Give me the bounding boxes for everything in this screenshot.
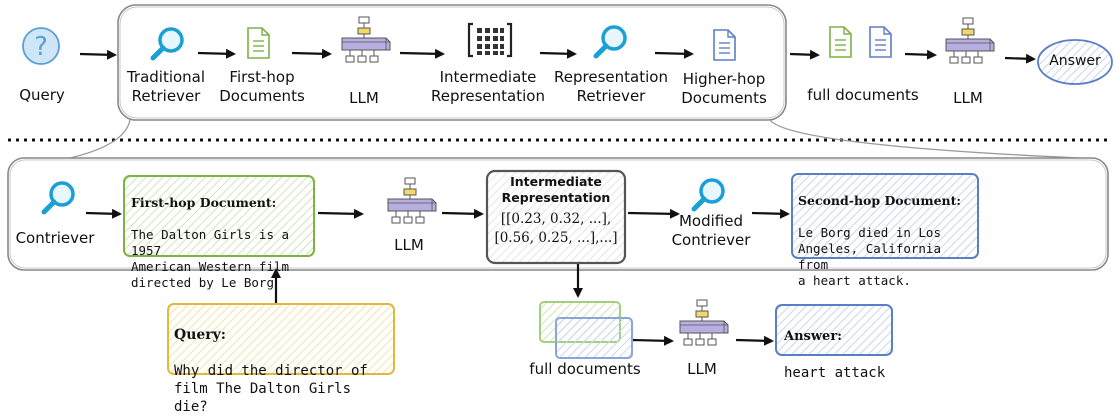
second-hop-document-box xyxy=(791,173,979,259)
arrow xyxy=(735,335,774,346)
arrow xyxy=(399,48,445,59)
question-icon: ? xyxy=(22,27,60,65)
arrow xyxy=(85,208,122,219)
intermediate-representation-title: Intermediate Representation xyxy=(501,174,611,205)
arrow xyxy=(627,208,680,219)
document-icon xyxy=(829,26,852,58)
contriever-label: Contriever xyxy=(15,229,95,247)
arrow xyxy=(789,49,820,60)
svg-text:?: ? xyxy=(34,32,48,62)
arrow xyxy=(291,48,332,59)
document-icon xyxy=(247,27,270,59)
arrow xyxy=(654,48,694,59)
llm-stack-icon xyxy=(945,17,995,64)
first-hop-documents-label: First-hop Documents xyxy=(219,68,305,105)
answer-content: heart attack xyxy=(784,365,886,381)
document-icon xyxy=(713,29,736,61)
traditional-retriever-label: Traditional Retriever xyxy=(126,68,206,105)
query-title: Query: xyxy=(174,327,226,343)
answer-oval xyxy=(1037,39,1113,85)
query-content: Why did the director of film The Dalton … xyxy=(174,363,368,415)
answer-title: Answer: xyxy=(784,329,842,344)
query-label: Query xyxy=(19,86,65,104)
arrow xyxy=(904,49,937,60)
second-hop-document-text: Second-hop Document: Le Borg died in Los… xyxy=(798,177,976,289)
document-icon xyxy=(869,26,892,58)
arrow xyxy=(317,208,364,219)
llm-stack-icon xyxy=(679,299,729,346)
arrow xyxy=(79,49,117,60)
arrow xyxy=(1004,53,1036,64)
modified-contriever-label: Modified Contriever xyxy=(671,212,751,249)
intermediate-representation-label: Intermediate Representation xyxy=(431,68,545,105)
rag-pipeline-diagram: ? xyxy=(7,4,1113,375)
first-hop-document-text: First-hop Document: The Dalton Girls is … xyxy=(131,179,313,291)
first-hop-document-title: First-hop Document: xyxy=(131,195,277,210)
answer-box xyxy=(775,304,893,356)
answer-label: Answer xyxy=(1049,53,1101,69)
full-documents-label: full documents xyxy=(529,360,641,378)
full-documents-label: full documents xyxy=(807,86,919,104)
query-text: Query: Why did the director of film The … xyxy=(174,308,390,416)
intermediate-representation-vectors: [[0.23, 0.32, ...], [0.56, 0.25, ...],..… xyxy=(494,211,618,246)
intermediate-representation-text: Intermediate Representation [[0.23, 0.32… xyxy=(487,174,625,248)
arrow xyxy=(631,335,674,346)
intermediate-representation-box xyxy=(485,169,627,265)
arrow xyxy=(751,208,790,219)
first-hop-document-content: The Dalton Girls is a 1957 American West… xyxy=(131,227,290,290)
full-document-blue xyxy=(555,317,633,359)
llm-label: LLM xyxy=(687,360,717,378)
higher-hop-documents-label: Higher-hop Documents xyxy=(681,70,767,107)
llm-label: LLM xyxy=(394,236,424,254)
arrow xyxy=(441,208,484,219)
arrow xyxy=(197,48,236,59)
first-hop-document-box xyxy=(123,175,315,257)
matrix-icon xyxy=(467,22,513,58)
second-hop-document-title: Second-hop Document: xyxy=(798,193,961,208)
arrow xyxy=(539,48,577,59)
answer-text: Answer: heart attack xyxy=(784,310,888,382)
llm-label: LLM xyxy=(953,89,983,107)
query-box xyxy=(167,303,395,375)
second-hop-document-content: Le Borg died in Los Angeles, California … xyxy=(798,225,941,288)
llm-label: LLM xyxy=(349,89,379,107)
representation-retriever-label: Representation Retriever xyxy=(554,68,668,105)
